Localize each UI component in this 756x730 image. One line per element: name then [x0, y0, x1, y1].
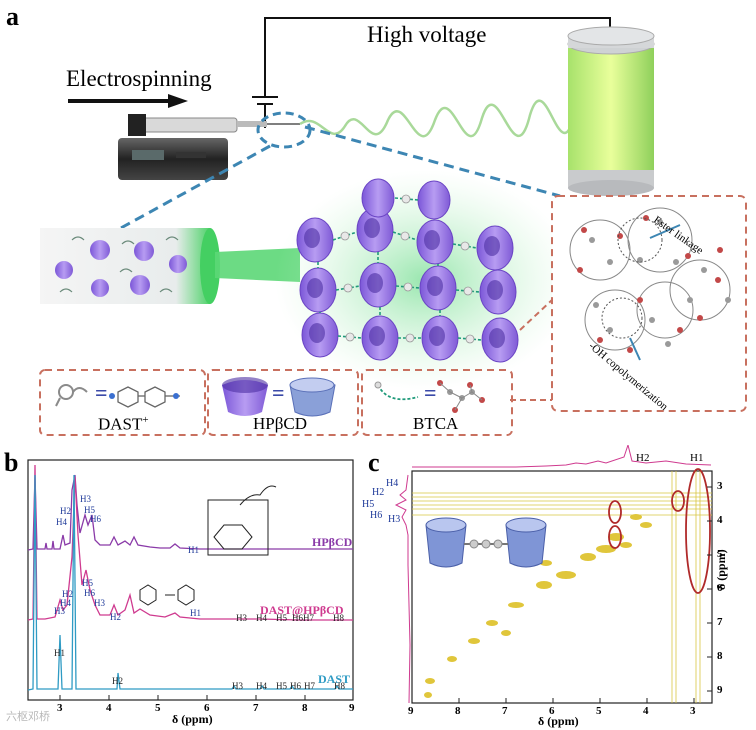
nmr-bot-h8: H8: [334, 681, 345, 691]
legend-equals-2: =: [272, 380, 285, 405]
nmr-series-dast-hpbcd: DAST@HPβCD: [260, 603, 344, 617]
noesy-xtick-5: 5: [596, 705, 602, 717]
noesy-left-h5: H5: [362, 499, 375, 510]
noesy-x-axis-label: δ (ppm): [538, 714, 579, 728]
noesy-top-h1: H1: [690, 452, 704, 464]
noesy-xtick-3: 3: [690, 705, 696, 717]
nmr-bot-h6: H6: [290, 681, 301, 691]
noesy-left-h4: H4: [386, 478, 399, 489]
legend-btca-label: BTCA: [413, 414, 459, 433]
nmr-bot-h5: H5: [276, 681, 287, 691]
nmr-spectra: [27, 459, 354, 701]
nmr-mid-h1: H1: [190, 608, 201, 618]
nmr-bot-h1: H1: [54, 648, 65, 658]
nmr-xtick-7: 7: [253, 702, 259, 714]
legend-equals-3: =: [424, 380, 437, 405]
noesy-xtick-9: 9: [408, 705, 414, 717]
noesy-spectrum: [394, 445, 713, 704]
panel-label-a: a: [6, 2, 19, 31]
nmr-series-hpbcd: HPβCD: [312, 535, 353, 549]
nmr-mid-h6h7: H6H7: [292, 613, 314, 623]
nmr-top-h1: H1: [188, 545, 199, 555]
nmr-xtick-3: 3: [57, 702, 63, 714]
noesy-left-h2: H2: [372, 487, 385, 498]
electrospinning-label: Electrospinning: [66, 66, 212, 91]
nmr-xtick-8: 8: [302, 702, 308, 714]
nmr-top-h5: H5: [84, 505, 95, 515]
nmr-xtick-5: 5: [155, 702, 161, 714]
nmr-bot-h2: H2: [112, 676, 123, 686]
nmr-top-h2: H2: [60, 506, 71, 516]
nmr-x-axis-label: δ (ppm): [172, 712, 213, 726]
electrospinning-schematic: [39, 17, 747, 436]
legend-dast-sup: +: [142, 414, 149, 426]
nmr-bot-h3: H3: [232, 681, 243, 691]
noesy-ytick-6: 6: [717, 582, 723, 594]
nmr-top-h4: H4: [56, 517, 67, 527]
noesy-xtick-4: 4: [643, 705, 649, 717]
nmr-mid-h2a: H2: [62, 589, 73, 599]
nmr-xtick-4: 4: [106, 702, 112, 714]
noesy-left-h6: H6: [370, 510, 383, 521]
noesy-xtick-7: 7: [502, 705, 508, 717]
watermark: 六枢邓桥: [6, 710, 50, 723]
nmr-mid-h6: H6: [84, 588, 95, 598]
noesy-ytick-9: 9: [717, 684, 723, 696]
nmr-series-dast: DAST: [318, 672, 351, 686]
nmr-mid-h4: H4: [60, 598, 71, 608]
noesy-ytick-4: 4: [717, 514, 723, 526]
noesy-xtick-8: 8: [455, 705, 461, 717]
noesy-ytick-5: 5: [717, 548, 723, 560]
nmr-xtick-9: 9: [349, 702, 355, 714]
nmr-mid-h3c: H3: [236, 613, 247, 623]
nmr-mid-h4b: H4: [256, 613, 267, 623]
nmr-top-h3: H3: [80, 494, 91, 504]
nmr-mid-h8: H8: [333, 613, 344, 623]
legend-dast-label: DAST+: [98, 414, 149, 435]
noesy-left-h3: H3: [388, 514, 401, 525]
noesy-ytick-3: 3: [717, 480, 723, 492]
nmr-mid-h3b: H3: [94, 598, 105, 608]
nmr-bot-h4: H4: [256, 681, 267, 691]
high-voltage-label: High voltage: [367, 22, 487, 47]
nmr-mid-h2b: H2: [110, 612, 121, 622]
legend-dast-text: DAST: [98, 414, 143, 434]
nmr-mid-h5: H5: [82, 578, 93, 588]
noesy-ytick-8: 8: [717, 650, 723, 662]
noesy-xtick-6: 6: [549, 705, 555, 717]
legend-hpbcd-label: HPβCD: [253, 414, 307, 433]
nmr-top-h6: H6: [90, 514, 101, 524]
legend-equals-1: =: [95, 380, 108, 405]
panel-label-c: c: [368, 448, 380, 477]
nmr-mid-h3a: H3: [54, 606, 65, 616]
noesy-y-axis-label: δ (ppm): [714, 549, 728, 590]
nmr-bot-h7: H7: [304, 681, 315, 691]
nmr-mid-h5b: H5: [276, 613, 287, 623]
noesy-ytick-7: 7: [717, 616, 723, 628]
noesy-top-h2: H2: [636, 452, 650, 464]
panel-label-b: b: [4, 448, 19, 477]
nmr-xtick-6: 6: [204, 702, 210, 714]
